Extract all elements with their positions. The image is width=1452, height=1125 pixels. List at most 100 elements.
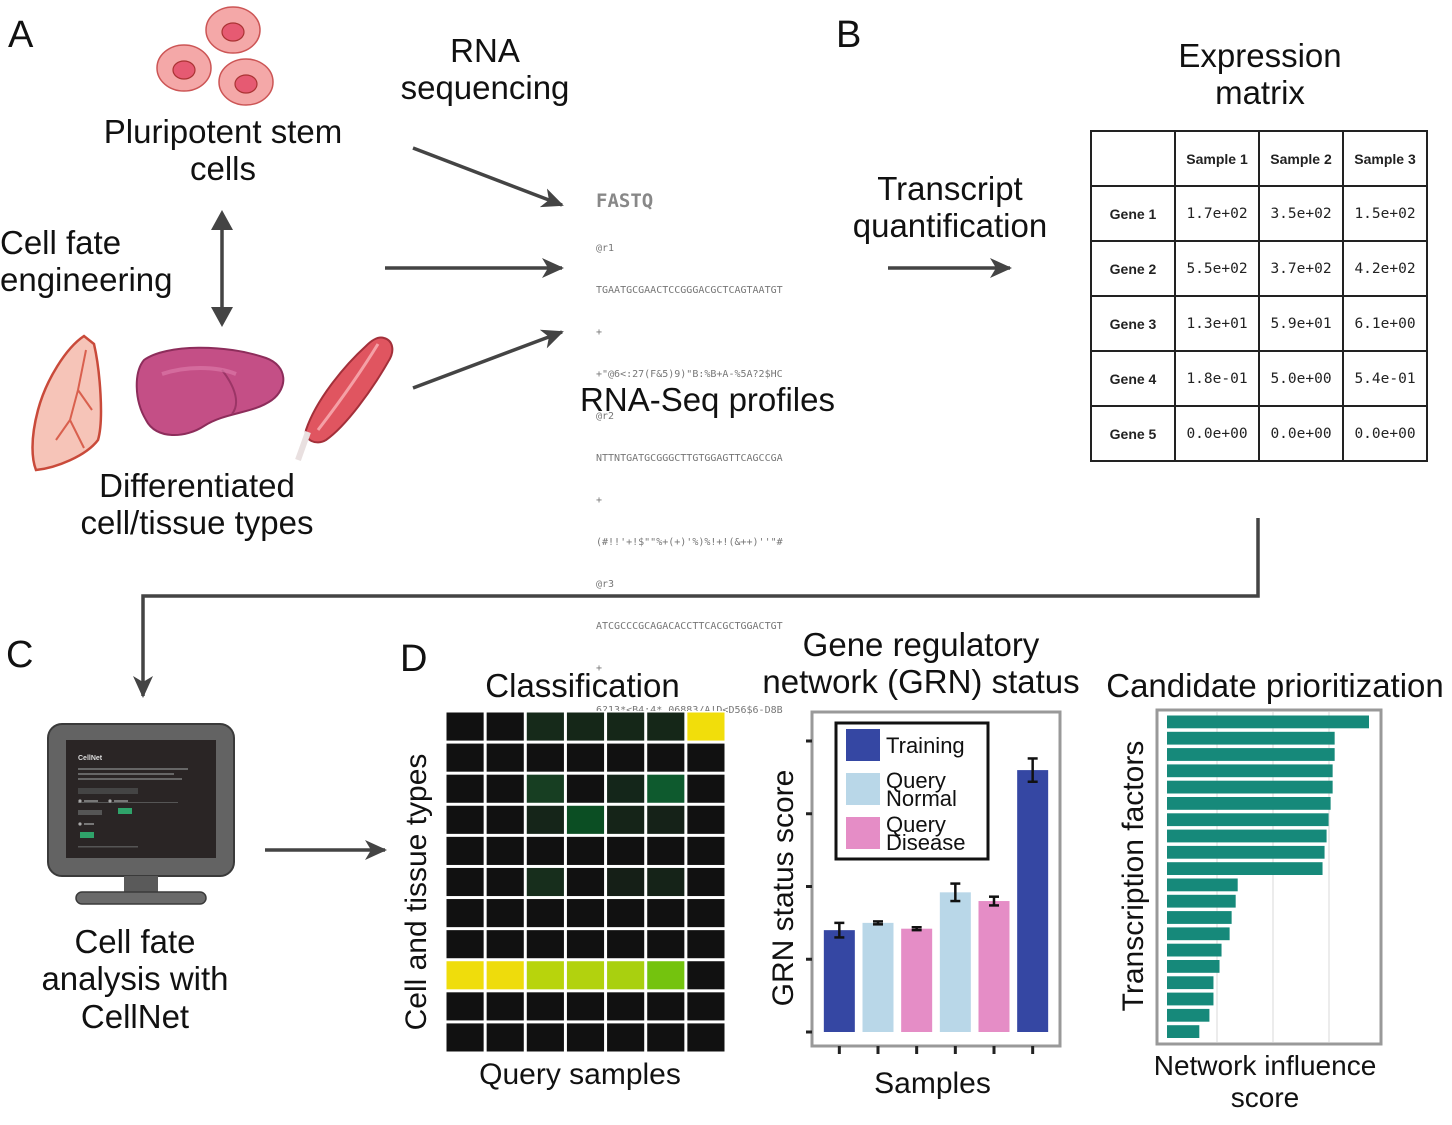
column-header: Sample 3 xyxy=(1342,130,1428,187)
heatmap-cell xyxy=(486,774,524,803)
connector-matrix-to-cellnet xyxy=(133,518,1260,698)
matrix-title-line2: matrix xyxy=(1215,74,1305,112)
heatmap-cell xyxy=(526,805,564,834)
tf-bar xyxy=(1167,1025,1200,1038)
tf-bar xyxy=(1167,731,1335,745)
matrix-cell: 0.0e+00 xyxy=(1174,405,1260,462)
heatmap-cell xyxy=(566,743,605,772)
classification-heatmap xyxy=(445,711,726,1053)
heatmap-cell xyxy=(566,992,605,1021)
tf-bar xyxy=(1167,748,1335,761)
stem-cells-line1: Pluripotent stem xyxy=(103,113,343,150)
heatmap-cell xyxy=(607,774,645,803)
grn-x-label: Samples xyxy=(874,1067,991,1100)
tf-bar xyxy=(1167,1008,1210,1022)
tf-bar xyxy=(1167,894,1236,908)
rna-seq-profiles-label: RNA-Seq profiles xyxy=(580,381,835,418)
tf-bar xyxy=(1167,813,1329,827)
matrix-title-line1: Expression xyxy=(1178,37,1342,74)
matrix-row: Gene 5 0.0e+00 0.0e+00 0.0e+00 xyxy=(1090,405,1428,462)
cellnet-label-line2: analysis with xyxy=(41,960,229,998)
fastq-line: +"@6<:27(F&5)9)"B:%B+A-%5A?2$HC xyxy=(596,369,783,380)
tf-bar xyxy=(1167,845,1325,859)
heatmap-cell xyxy=(526,930,564,959)
heatmap-cell xyxy=(446,712,484,741)
fastq-line: 6?13*<B4;4*.06883/A!D<D56$6-D8B xyxy=(596,705,783,716)
fastq-line: (#!!'+!$""%+(+)'%)%!+!(&++)''"# xyxy=(596,537,783,548)
heatmap-cell xyxy=(486,805,524,834)
heatmap-cell xyxy=(687,930,725,959)
grn-y-label: GRN status score xyxy=(767,769,800,1007)
heatmap-cell xyxy=(647,867,685,897)
quantification-line2: quantification xyxy=(852,207,1048,245)
heatmap-cell xyxy=(607,992,645,1021)
differentiated-line1: Differentiated xyxy=(99,467,295,504)
tf-bar xyxy=(1167,764,1333,778)
matrix-cell: 4.2e+02 xyxy=(1342,240,1428,297)
tf-bar xyxy=(1167,976,1214,990)
heatmap-cell xyxy=(566,961,605,990)
heatmap-cell xyxy=(607,961,645,990)
heatmap-cell xyxy=(566,867,605,897)
grn-title-line2: network (GRN) status xyxy=(762,663,1080,701)
matrix-cell: 5.4e-01 xyxy=(1342,350,1428,407)
panel-letter-a: A xyxy=(8,14,34,56)
stem-cells-line2: cells xyxy=(189,150,257,188)
monitor-icon: CellNet xyxy=(47,723,235,905)
heatmap-cell xyxy=(566,774,605,803)
prior-x-label: Network influence score xyxy=(1120,1050,1410,1113)
heatmap-cell xyxy=(566,930,605,959)
tf-bar xyxy=(1167,943,1222,957)
fastq-block: FASTQ @r1 TGAATGCGAACTCCGGGACGCTCAGTAATG… xyxy=(596,160,783,732)
heatmap-cell xyxy=(526,712,564,741)
panel-letter-b: B xyxy=(836,14,862,56)
column-header: Sample 1 xyxy=(1174,130,1260,187)
prior-x-label-line1: Network influence xyxy=(1153,1050,1377,1081)
tf-bar xyxy=(1167,992,1214,1006)
grn-title-line1: Gene regulatory xyxy=(802,626,1040,663)
matrix-row: Gene 1 1.7e+02 3.5e+02 1.5e+02 xyxy=(1090,185,1428,242)
expression-matrix: Sample 1 Sample 2 Sample 3 Gene 1 1.7e+0… xyxy=(1090,130,1428,462)
tf-bar xyxy=(1167,829,1327,843)
matrix-cell: 1.5e+02 xyxy=(1342,185,1428,242)
fastq-line: @r3 xyxy=(596,579,615,590)
heatmap-cell xyxy=(526,1023,564,1052)
heatmap-cell xyxy=(647,899,685,928)
heatmap-cell xyxy=(486,1023,524,1052)
heatmap-cell xyxy=(647,992,685,1021)
heatmap-cell xyxy=(647,1023,685,1052)
matrix-corner-cell xyxy=(1090,130,1176,187)
double-arrow-icon xyxy=(211,210,233,327)
heatmap-cell xyxy=(607,805,645,834)
differentiated-line2: cell/tissue types xyxy=(80,504,314,542)
heatmap-cell xyxy=(566,712,605,741)
heatmap-cell xyxy=(607,930,645,959)
fastq-line: + xyxy=(596,495,603,506)
legend-swatch xyxy=(846,817,880,849)
tf-bar xyxy=(1167,927,1230,941)
heatmap-cell xyxy=(687,867,725,897)
column-header: Sample 2 xyxy=(1258,130,1344,187)
cellnet-label-line1: Cell fate xyxy=(74,923,196,960)
lung-icon xyxy=(31,334,103,472)
heatmap-cell xyxy=(647,805,685,834)
matrix-cell: 1.7e+02 xyxy=(1174,185,1260,242)
engineering-line1: Cell fate xyxy=(0,224,122,261)
prior-x-label-line2: score xyxy=(1230,1081,1300,1113)
fastq-line: + xyxy=(596,663,603,674)
heatmap-cell xyxy=(446,836,484,865)
heatmap-cell xyxy=(566,805,605,834)
heatmap-cell xyxy=(486,899,524,928)
fastq-line: NTTNTGATGCGGGCTTGTGGAGTTCAGCCGA xyxy=(596,453,783,464)
heatmap-cell xyxy=(647,712,685,741)
tf-bar xyxy=(1167,797,1331,810)
fastq-line: + xyxy=(596,327,603,338)
tf-bar xyxy=(1167,715,1369,729)
differentiated-label: Differentiated cell/tissue types xyxy=(52,467,342,542)
arrow-stem-to-fastq xyxy=(412,146,564,208)
heatmap-x-label: Query samples xyxy=(479,1058,681,1091)
heatmap-cell xyxy=(486,930,524,959)
panel-letter-c: C xyxy=(6,634,34,676)
heatmap-cell xyxy=(446,1023,484,1052)
